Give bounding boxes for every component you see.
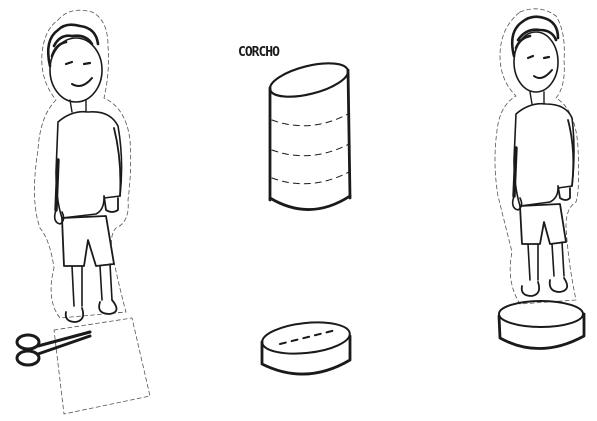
paper-tab [54, 318, 150, 414]
cork-label: CORCHO [238, 45, 280, 60]
boy-mouth [72, 78, 92, 86]
cork-base [499, 301, 584, 349]
boy-figure-on-base [495, 9, 584, 349]
boy-arm-left [56, 160, 58, 210]
boy-shorts [62, 216, 114, 266]
cut-line [495, 9, 579, 304]
boy-eyes [66, 62, 90, 64]
boy-legs [72, 264, 112, 306]
cork-cylinder [267, 57, 351, 210]
cork-disc [261, 318, 352, 374]
boy-hair [48, 25, 98, 66]
cut-out-boy-figure [17, 10, 150, 414]
boy-arm-right [104, 128, 120, 212]
scissors-icon [17, 332, 90, 365]
boy-shirt [56, 112, 122, 218]
